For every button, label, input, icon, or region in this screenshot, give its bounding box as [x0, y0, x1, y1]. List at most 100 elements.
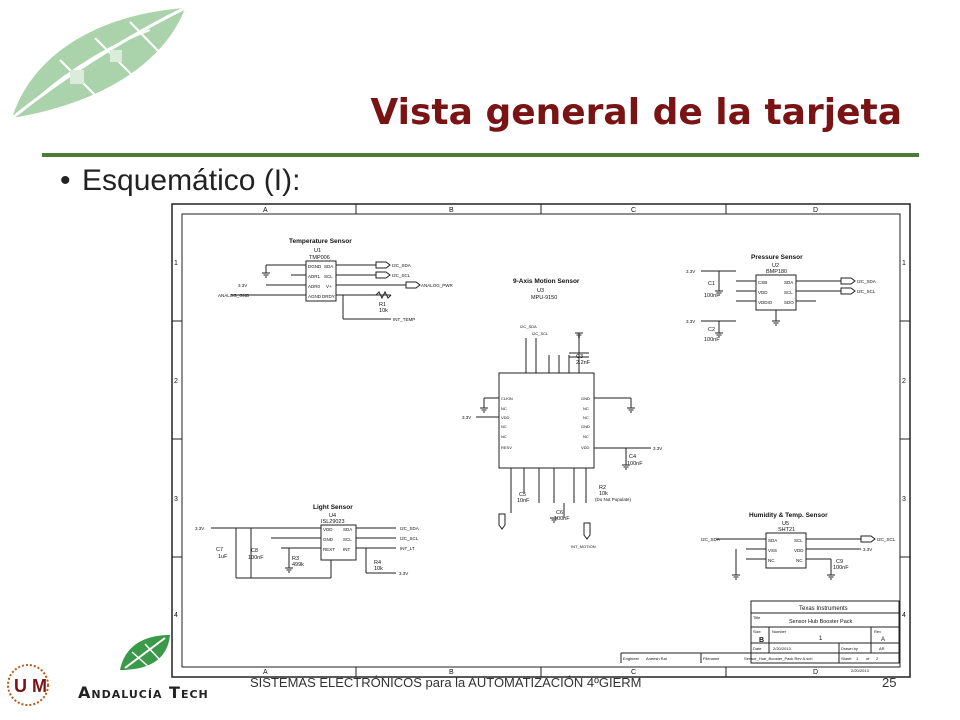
motion-pin: GND: [581, 424, 590, 429]
col-label: B: [449, 669, 454, 676]
light-pin: SCL: [343, 537, 352, 542]
net-label: 3.3V: [195, 526, 204, 531]
motion-sensor-ref: U3: [537, 288, 544, 294]
footer-course-title: SISTEMAS ELECTRÓNICOS para la AUTOMATIZA…: [250, 675, 642, 690]
tb-label: Engineer: [623, 656, 640, 661]
humidity-sensor-part: SHT21: [778, 527, 795, 533]
cap-value: 100nF: [833, 565, 849, 571]
col-label: B: [449, 207, 454, 214]
bullet-item: •Esquemático (I):: [60, 164, 300, 198]
net-label: 3.3V: [686, 269, 695, 274]
pressure-pin: CSB: [758, 280, 767, 285]
temp-sensor-ref: U1: [314, 248, 321, 254]
humidity-sensor-title: Humidity & Temp. Sensor: [749, 512, 828, 519]
cap-ref: C2: [708, 327, 715, 333]
light-sensor-title: Light Sensor: [313, 504, 353, 511]
uma-logo-text: U M: [14, 676, 47, 696]
cap-ref: C3: [576, 354, 583, 360]
pressure-sensor-title: Pressure Sensor: [751, 254, 803, 261]
tb-company: Texas Instruments: [799, 606, 848, 612]
temp-pin: SDA: [324, 264, 333, 269]
cap-value: 1uF: [218, 554, 228, 560]
net-label: I2C_SDA: [392, 263, 411, 268]
net-label: INT_LT: [400, 546, 415, 551]
partner-name: Andalucía Tech: [78, 683, 209, 702]
resistor-value: 499k: [292, 562, 304, 568]
light-sensor-part: ISL29023: [321, 519, 345, 525]
light-pin: VDD: [323, 527, 333, 532]
net-label: 3.3V: [462, 415, 471, 420]
temp-pin: V+: [326, 284, 332, 289]
cap-ref: C5: [519, 492, 526, 498]
temp-pin: AGND: [308, 294, 322, 299]
tb-title: Sensor Hub Booster Pack: [789, 619, 853, 625]
net-label: I2C_SCL: [400, 536, 419, 541]
pressure-sensor-ref: U2: [772, 263, 779, 269]
net-label: 3.3V: [399, 571, 408, 576]
leaf-logo: [11, 6, 186, 120]
row-label: 3: [902, 496, 906, 503]
motion-sensor-part: MPU-9150: [531, 295, 557, 301]
motion-pin: NC: [583, 406, 589, 411]
tb-label: Drawn by: [841, 646, 858, 651]
title-divider: [42, 153, 919, 157]
pressure-pin: VDD: [758, 290, 768, 295]
light-pin: REXT: [323, 547, 335, 552]
col-label: A: [263, 669, 268, 676]
cap-value: 100nF: [554, 516, 570, 522]
temp-pin: ADR0: [308, 284, 321, 289]
motion-pin: GND: [581, 396, 590, 401]
pressure-pin: SDA: [784, 280, 793, 285]
resistor-ref: R2: [599, 485, 606, 491]
net-label: 3.3V: [238, 283, 247, 288]
net-label: I2C_SDA: [400, 526, 419, 531]
humidity-pin: VDD: [794, 548, 804, 553]
light-pin: INT: [343, 547, 351, 552]
resistor-ref: R1: [379, 302, 386, 308]
col-label: D: [813, 207, 818, 214]
andalucia-tech-logo: [120, 635, 170, 670]
row-label: 2: [902, 378, 906, 385]
pressure-pin: SDO: [784, 300, 794, 305]
cap-ref: C8: [251, 548, 258, 554]
slide-title: Vista general de la tarjeta: [370, 92, 902, 133]
pressure-pin: VDDIO: [758, 300, 773, 305]
net-label: I2C_SCL: [877, 537, 896, 542]
tb-label: of: [866, 656, 870, 661]
net-label: I2C_SCL: [857, 289, 876, 294]
temp-pin: DGND: [308, 264, 322, 269]
humidity-pin: NC: [768, 558, 775, 563]
humidity-pin: VSS: [768, 548, 777, 553]
net-label: I2C_SCL: [532, 331, 549, 336]
tb-date: 2/20/2013: [773, 646, 792, 651]
resistor-ref: R4: [374, 560, 381, 566]
net-label: 3.3V: [686, 319, 695, 324]
tb-sheets: 2: [876, 656, 879, 661]
tb-filename: Sensor_Hub_Booster_Pack Rev A.sch: [744, 656, 812, 661]
row-label: 1: [174, 260, 178, 267]
motion-pin: NC: [583, 434, 589, 439]
net-label: I2C_SDA: [857, 279, 876, 284]
humidity-pin: SDA: [768, 538, 777, 543]
temp-pin: DRDY: [322, 294, 335, 299]
motion-pin: RESV: [501, 445, 512, 450]
light-sensor-ref: U4: [329, 513, 336, 519]
resistor-value: 10k: [374, 566, 383, 572]
tb-label: Size: [753, 629, 762, 634]
bullet-text: Esquemático (I):: [82, 164, 301, 197]
cap-value: 2.2nF: [576, 360, 591, 366]
net-label: INT_MOTION: [571, 544, 596, 549]
row-label: 3: [174, 496, 178, 503]
tb-label: Title: [753, 615, 761, 620]
cap-value: 100nF: [704, 293, 720, 299]
net-label: ANALOG_GND: [218, 293, 250, 298]
net-label: I2C_SDA: [701, 537, 720, 542]
resistor-value: 10k: [379, 308, 388, 314]
temp-pin: ADR1: [308, 274, 321, 279]
row-label: 2: [174, 378, 178, 385]
cap-ref: C4: [629, 454, 636, 460]
row-label: 4: [902, 612, 906, 619]
light-pin: SDA: [343, 527, 352, 532]
tb-engineer: Aneesh Rai: [646, 656, 667, 661]
col-label: D: [813, 669, 818, 676]
